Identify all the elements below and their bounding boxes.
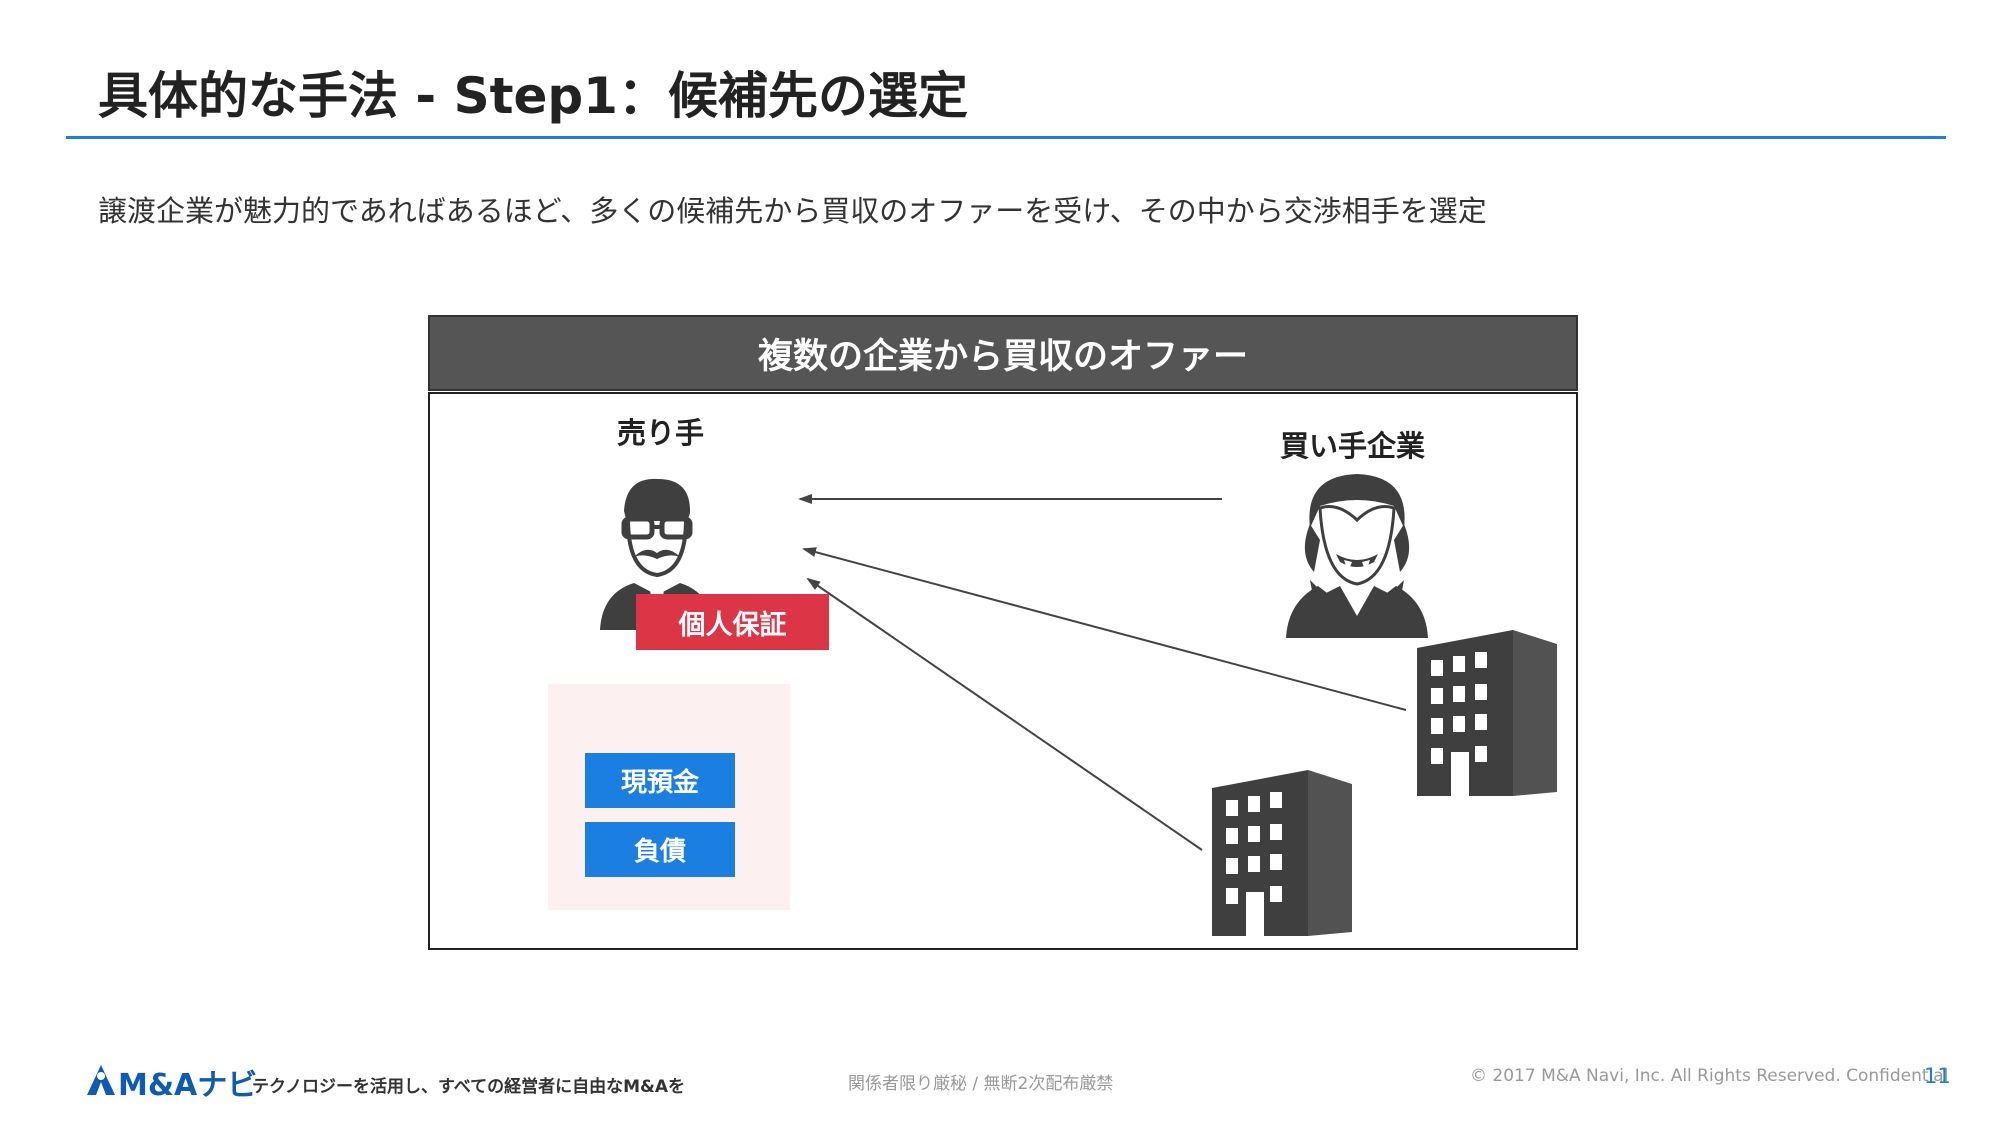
- diagram-panel: [428, 392, 1578, 950]
- personal-guarantee-label: 個人保証: [678, 609, 787, 641]
- diagram-header: 複数の企業から買収のオファー: [428, 315, 1578, 391]
- confidential-notice: 関係者限り厳秘 / 無断2次配布厳禁: [848, 1074, 1114, 1094]
- office-building-icon: [1417, 630, 1557, 796]
- arrow-building2-to-seller: [806, 577, 1203, 851]
- arrow-building1-to-seller: [802, 547, 1407, 711]
- footer-tagline: テクノロジーを活用し、すべての経営者に自由なM&Aを: [252, 1077, 686, 1097]
- page-number: 11: [1924, 1064, 1951, 1088]
- logo-wordmark: M&Aナビ: [118, 1068, 258, 1103]
- seller-label: 売り手: [617, 416, 705, 450]
- liabilities-item: 負債: [585, 822, 735, 877]
- personal-guarantee-badge: 個人保証: [636, 594, 829, 650]
- cash-deposit-label: 現預金: [620, 768, 699, 798]
- cash-deposit-item: 現預金: [585, 753, 735, 808]
- copyright-text: © 2017 M&A Navi, Inc. All Rights Reserve…: [1470, 1066, 1949, 1086]
- office-building-icon: [1212, 770, 1352, 936]
- lead-text: 譲渡企業が魅力的であればあるほど、多くの候補先から買収のオファーを受け、その中か…: [98, 194, 1487, 228]
- page-title: 具体的な手法 - Step1：候補先の選定: [98, 67, 968, 125]
- liabilities-label: 負債: [633, 837, 686, 867]
- buyer-label: 買い手企業: [1280, 429, 1426, 463]
- diagram-header-label: 複数の企業から買収のオファー: [757, 336, 1248, 377]
- vampire-icon: [1286, 474, 1428, 638]
- title-divider: [66, 136, 1946, 139]
- logo-icon: [87, 1065, 115, 1095]
